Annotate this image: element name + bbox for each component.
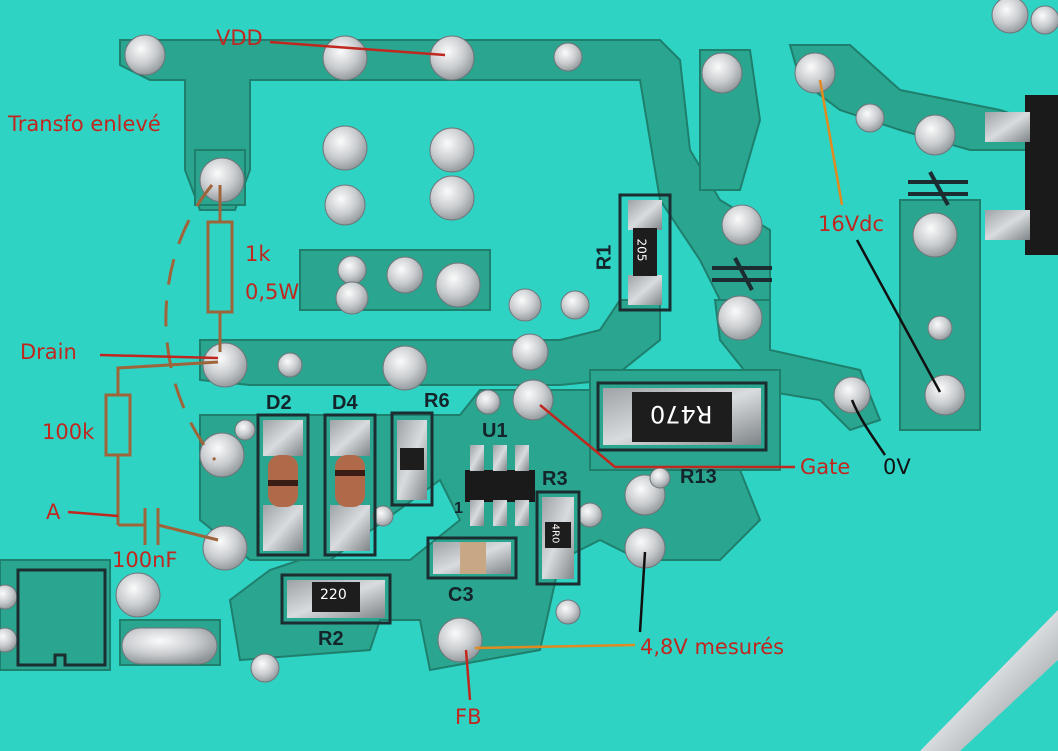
r1-pad-top bbox=[628, 200, 662, 230]
vdd-leader bbox=[269, 40, 446, 57]
label-0v: 0V bbox=[883, 455, 911, 479]
c3-center bbox=[460, 542, 486, 574]
silk-u1: U1 bbox=[482, 420, 508, 442]
r2-marking: 220 bbox=[320, 587, 347, 603]
measured-leader-black bbox=[638, 551, 647, 633]
label-100nf: 100nF bbox=[112, 548, 178, 572]
r3-center bbox=[545, 522, 571, 548]
connector-outline bbox=[16, 568, 107, 667]
drain-leader bbox=[99, 353, 219, 360]
c3-outline bbox=[426, 536, 518, 580]
r1-marking: 205 bbox=[634, 238, 649, 262]
transistor-body bbox=[1025, 95, 1058, 255]
label-resistor-power: 0,5W bbox=[245, 280, 300, 304]
label-resistor-value: 1k bbox=[245, 242, 271, 266]
transistor-tab-bottom bbox=[985, 210, 1030, 240]
v16-to-pad bbox=[855, 239, 942, 393]
r13-outline bbox=[596, 381, 768, 452]
measured-leader-orange bbox=[474, 643, 636, 650]
resistor-1k-drawing bbox=[206, 185, 234, 352]
diode-d2 bbox=[256, 413, 310, 557]
r13-marking: R470 bbox=[650, 400, 713, 428]
a-leader bbox=[67, 510, 119, 518]
r1-pad-bottom bbox=[628, 275, 662, 305]
transistor-tab-top bbox=[985, 112, 1030, 142]
r1-body bbox=[633, 228, 657, 276]
r6-center bbox=[400, 448, 424, 470]
resistor-100k-drawing bbox=[104, 360, 219, 545]
v16-leader bbox=[818, 79, 844, 206]
label-drain: Drain bbox=[20, 340, 77, 364]
zener-symbol-1 bbox=[712, 257, 772, 291]
r3-outline bbox=[535, 490, 581, 586]
label-gate: Gate bbox=[800, 455, 851, 479]
label-100k: 100k bbox=[42, 420, 95, 444]
zener-symbol-2 bbox=[908, 171, 968, 206]
gate-leader bbox=[539, 404, 795, 469]
fb-leader bbox=[464, 649, 472, 701]
transformer-dashed-arc bbox=[164, 184, 217, 461]
label-16vdc: 16Vdc bbox=[818, 212, 884, 236]
solder-joints bbox=[0, 0, 1058, 683]
label-vdd: VDD bbox=[216, 26, 263, 50]
label-fb: FB bbox=[455, 705, 482, 729]
silk-pin1: 1 bbox=[454, 500, 463, 517]
silk-d2: D2 bbox=[266, 392, 292, 414]
r1-outline bbox=[618, 193, 672, 312]
silk-r6: R6 bbox=[424, 390, 450, 412]
solder-joint-long bbox=[121, 627, 218, 665]
silk-r3: R3 bbox=[542, 468, 568, 490]
silk-c3: C3 bbox=[448, 584, 474, 606]
r6-outline bbox=[390, 411, 434, 507]
silk-d4: D4 bbox=[332, 392, 358, 414]
silk-r1: R1 bbox=[593, 244, 616, 271]
label-transfo-removed: Transfo enlevé bbox=[8, 112, 161, 136]
silk-r2: R2 bbox=[318, 628, 344, 650]
r3-marking: 4R0 bbox=[549, 523, 561, 544]
zero-v-leader bbox=[850, 399, 887, 456]
metal-wire bbox=[920, 610, 1058, 751]
r2-outline bbox=[280, 573, 392, 625]
label-measured: 4,8V mesurés bbox=[640, 635, 785, 659]
label-node-a: A bbox=[46, 500, 61, 524]
r13-center bbox=[632, 392, 732, 442]
u1-chip bbox=[465, 445, 535, 526]
diode-d4 bbox=[323, 413, 377, 557]
silk-r13: R13 bbox=[680, 466, 717, 488]
r2-center bbox=[312, 582, 360, 612]
